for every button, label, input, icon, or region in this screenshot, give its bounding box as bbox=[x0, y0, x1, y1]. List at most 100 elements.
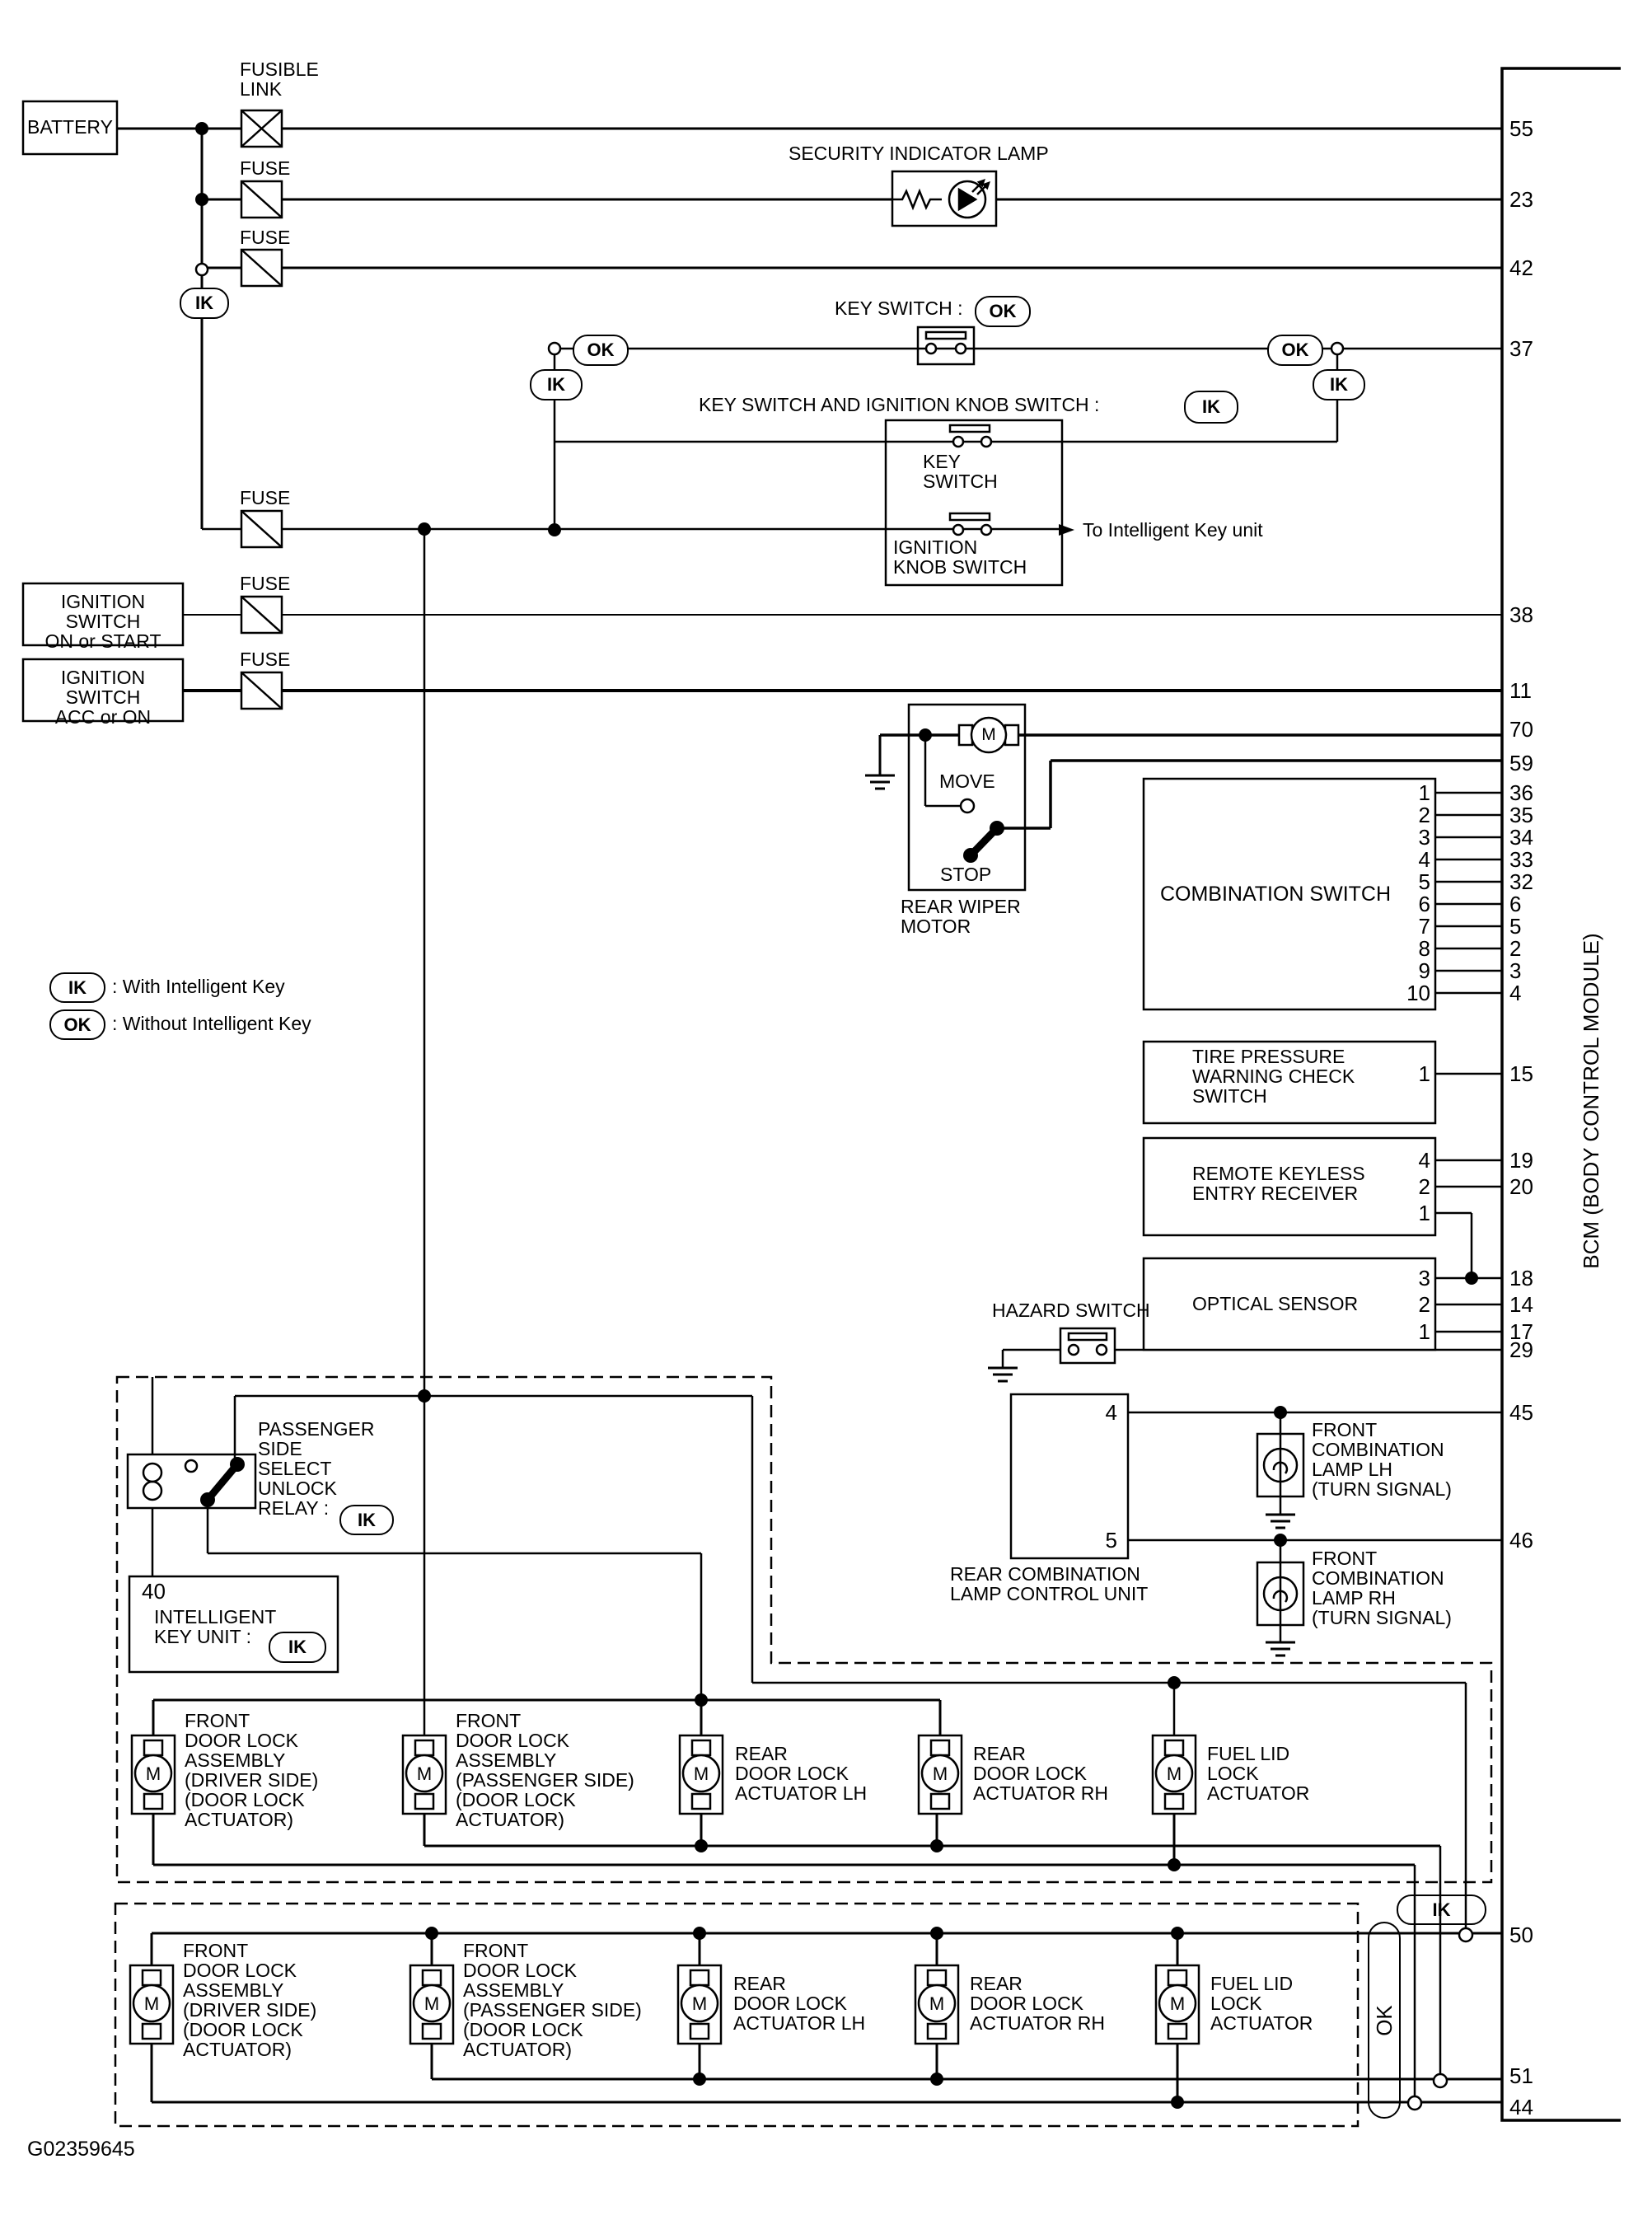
ok-text: OK bbox=[1372, 2004, 1397, 2036]
combination-switch-box bbox=[1142, 777, 1437, 1011]
pin-18: 18 bbox=[1509, 1266, 1533, 1290]
with-ik-dashed-box bbox=[115, 1375, 1493, 1884]
pin-17: 17 bbox=[1509, 1319, 1533, 1344]
tire-box bbox=[1142, 1040, 1437, 1125]
pin-36: 36 bbox=[1509, 780, 1533, 805]
ik-unit-oval: IK bbox=[269, 1632, 326, 1663]
tire-pin: 1 bbox=[1418, 1061, 1430, 1086]
lock1-driver-label: FRONT DOOR LOCK ASSEMBLY (DRIVER SIDE) (… bbox=[185, 1710, 319, 1830]
m2: M bbox=[416, 1763, 433, 1784]
lock2-passenger-label: FRONT DOOR LOCK ASSEMBLY (PASSENGER SIDE… bbox=[463, 1940, 642, 2060]
pin-59: 59 bbox=[1509, 751, 1533, 775]
ik-oval-bottom: IK bbox=[1397, 1894, 1486, 1925]
hazard-label: HAZARD SWITCH bbox=[992, 1300, 1150, 1321]
optical-pin-2: 2 bbox=[1418, 1292, 1430, 1317]
fuse-glyphs bbox=[241, 110, 283, 710]
actuator-row2 bbox=[129, 1964, 1200, 2045]
bulb-glyphs bbox=[1262, 1447, 1299, 1612]
actuator-row1 bbox=[130, 1734, 1197, 1815]
ok-text: OK bbox=[989, 301, 1017, 321]
without-ik-dashed-box bbox=[114, 1902, 1360, 2128]
ik-text: IK bbox=[195, 293, 213, 313]
pin-33: 33 bbox=[1509, 847, 1533, 872]
keyless-pin-4: 4 bbox=[1418, 1148, 1430, 1173]
pin-20: 20 bbox=[1509, 1174, 1533, 1199]
m3: M bbox=[693, 1763, 709, 1784]
ik-text: IK bbox=[1330, 374, 1348, 395]
lamp-rh-box bbox=[1256, 1561, 1305, 1627]
cs-pin-5: 5 bbox=[1418, 869, 1430, 894]
lock2-rear-lh-label: REAR DOOR LOCK ACTUATOR LH bbox=[733, 1973, 866, 2034]
keyless-pin-2: 2 bbox=[1418, 1174, 1430, 1199]
pin-42: 42 bbox=[1509, 255, 1533, 280]
fusible-link-label: FUSIBLE LINK bbox=[240, 59, 319, 100]
fuse3-label: FUSE bbox=[240, 487, 291, 508]
wiper-stop-label: STOP bbox=[940, 864, 992, 885]
to-ik-unit-label: To Intelligent Key unit bbox=[1083, 519, 1263, 541]
ok-oval-right: OK bbox=[1267, 335, 1323, 366]
bcm-boundary bbox=[1500, 67, 1621, 2122]
battery-label: BATTERY bbox=[27, 116, 113, 138]
ok-pill: OK bbox=[1368, 1922, 1401, 2119]
legend-ok-oval: OK bbox=[49, 1009, 105, 1040]
ik-unit-label: INTELLIGENT KEY UNIT : bbox=[154, 1606, 277, 1647]
combination-switch-label: COMBINATION SWITCH bbox=[1159, 883, 1392, 906]
m9: M bbox=[929, 1993, 945, 2014]
bcm-label: BCM (BODY CONTROL MODULE) bbox=[1579, 933, 1603, 1269]
wiper-move-label: MOVE bbox=[939, 770, 995, 792]
ok-oval-left: OK bbox=[573, 335, 629, 366]
cs-pin-6: 6 bbox=[1418, 892, 1430, 916]
arrow-to-ik-unit bbox=[1059, 524, 1074, 536]
cs-pin-1: 1 bbox=[1418, 780, 1430, 805]
ik-oval-left: IK bbox=[530, 369, 583, 400]
pin-6: 6 bbox=[1509, 892, 1522, 916]
ik-text: IK bbox=[358, 1509, 376, 1530]
ik-oval-battery: IK bbox=[180, 288, 229, 319]
ok-oval-title: OK bbox=[975, 296, 1031, 327]
m5: M bbox=[1166, 1763, 1182, 1784]
keyless-label: REMOTE KEYLESS ENTRY RECEIVER bbox=[1192, 1163, 1365, 1204]
lock1-passenger-label: FRONT DOOR LOCK ASSEMBLY (PASSENGER SIDE… bbox=[456, 1710, 634, 1830]
rear-comb-pin-5: 5 bbox=[1105, 1528, 1117, 1553]
pin-50: 50 bbox=[1509, 1923, 1533, 1947]
cs-pin-4: 4 bbox=[1418, 847, 1430, 872]
cs-pin-7: 7 bbox=[1418, 914, 1430, 939]
pin-15: 15 bbox=[1509, 1061, 1533, 1086]
lock1-rear-rh-label: REAR DOOR LOCK ACTUATOR RH bbox=[973, 1743, 1108, 1804]
pin-3: 3 bbox=[1509, 958, 1522, 983]
pin-70: 70 bbox=[1509, 717, 1533, 742]
ksiks-title: KEY SWITCH AND IGNITION KNOB SWITCH : bbox=[699, 394, 1100, 415]
legend-ik-text: : With Intelligent Key bbox=[112, 976, 285, 997]
cs-pin-9: 9 bbox=[1418, 958, 1430, 983]
ignition-acc-label: IGNITION SWITCH ACC or ON bbox=[54, 667, 152, 728]
front-lamp-lh-label: FRONT COMBINATION LAMP LH (TURN SIGNAL) bbox=[1312, 1419, 1452, 1500]
ignition-knob-label: IGNITION KNOB SWITCH bbox=[893, 536, 1027, 578]
security-lamp-box bbox=[891, 170, 998, 227]
cs-pin-8: 8 bbox=[1418, 936, 1430, 961]
junction-dots bbox=[195, 122, 1478, 2109]
pin-44: 44 bbox=[1509, 2095, 1533, 2119]
ik-text: IK bbox=[1432, 1899, 1451, 1920]
cs-pin-10: 10 bbox=[1406, 981, 1430, 1005]
fuse5-label: FUSE bbox=[240, 649, 291, 670]
m4: M bbox=[932, 1763, 948, 1784]
key-switch-label: KEY SWITCH bbox=[923, 451, 998, 492]
ignition-on-box bbox=[21, 582, 185, 647]
m6: M bbox=[143, 1993, 160, 2014]
pin-55: 55 bbox=[1509, 116, 1533, 141]
pin-38: 38 bbox=[1509, 602, 1533, 627]
pin-23: 23 bbox=[1509, 187, 1533, 212]
ok-text: OK bbox=[1281, 340, 1309, 360]
battery-box bbox=[21, 100, 119, 156]
rear-wiper-label: REAR WIPER MOTOR bbox=[901, 896, 1021, 937]
dashed-boxes bbox=[114, 1375, 1493, 2128]
ok-text: OK bbox=[63, 1014, 91, 1035]
relay-ik-oval: IK bbox=[339, 1505, 394, 1535]
cs-pin-2: 2 bbox=[1418, 803, 1430, 827]
m1: M bbox=[145, 1763, 161, 1784]
fuse1-label: FUSE bbox=[240, 157, 291, 179]
figure-code: G02359645 bbox=[27, 2138, 135, 2161]
legend-ok-text: : Without Intelligent Key bbox=[112, 1013, 311, 1034]
